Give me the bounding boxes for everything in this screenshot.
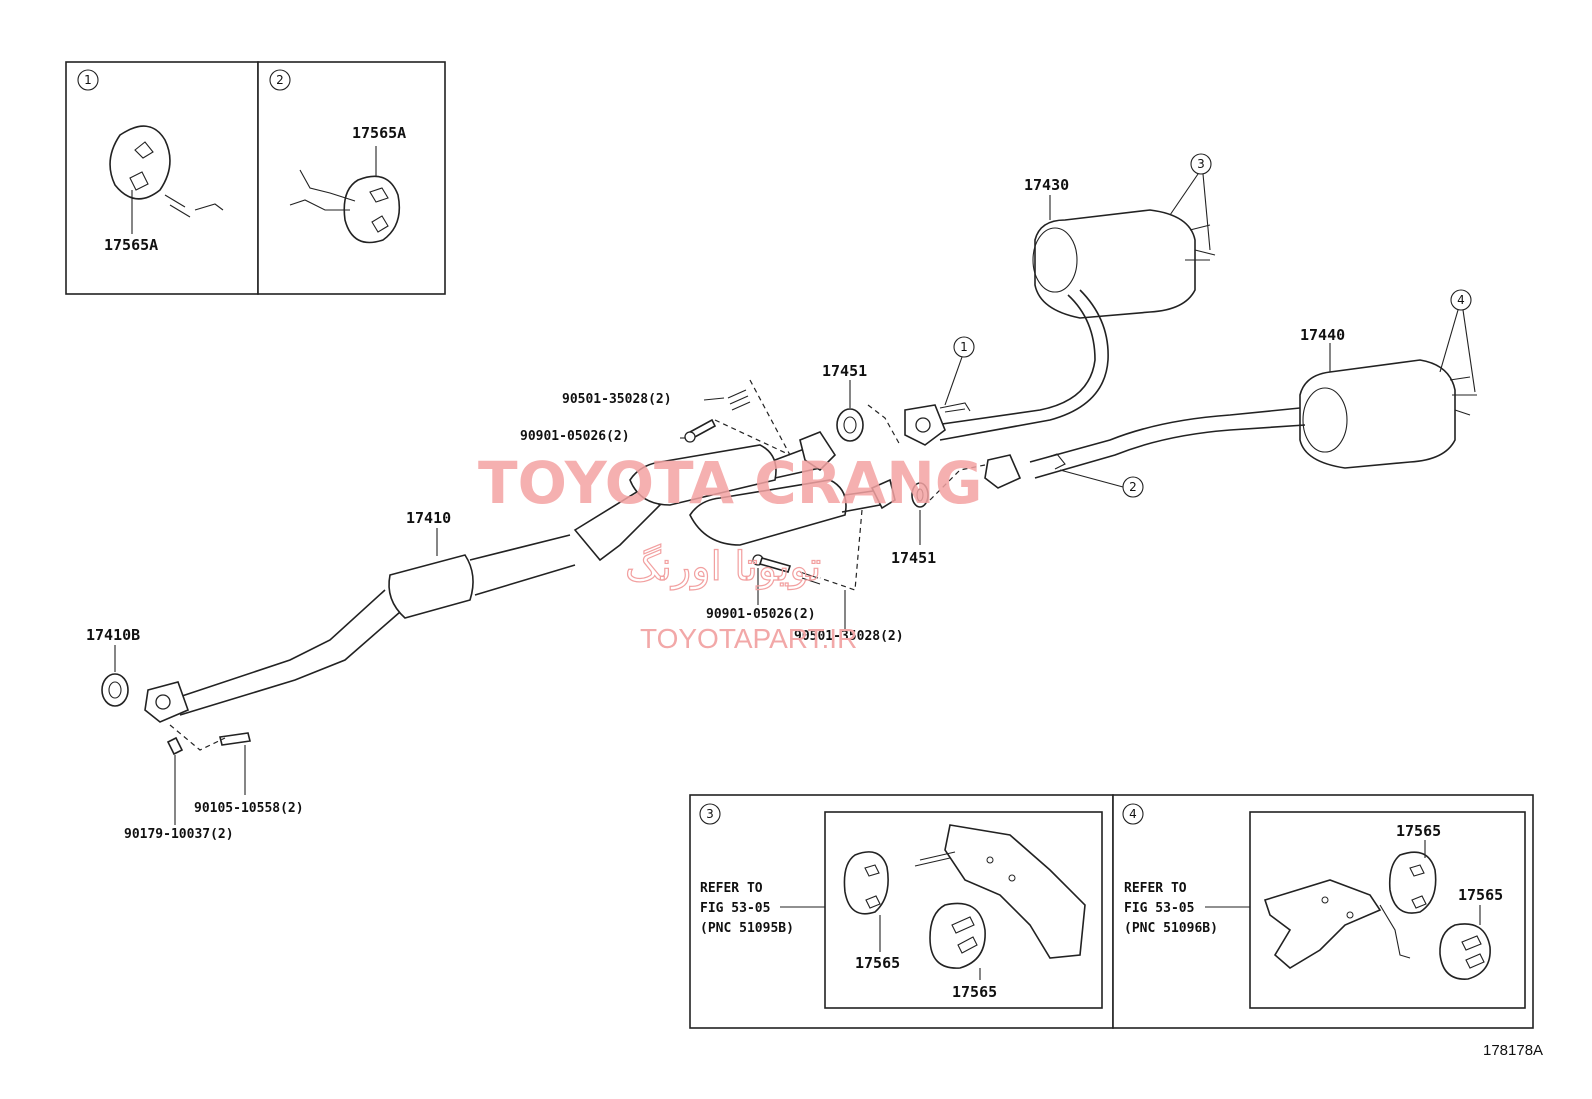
svg-text:3: 3 <box>1197 157 1205 171</box>
inset-box-4-refer-2: FIG 53-05 <box>1124 901 1194 916</box>
watermark-url: TOYOTAPART.IR <box>640 623 857 654</box>
muffler-17430: 17430 <box>904 176 1216 446</box>
inset-box-3-refer-3: (PNC 51095B) <box>700 921 794 936</box>
middle-bolt-set: 90901-05026(2) 90501-35028(2) <box>706 509 904 644</box>
label-bolt-front-a: 90105-10558(2) <box>194 801 304 816</box>
watermark-persian: تویوتا اورنگ <box>625 544 821 590</box>
inset-box-3-part-a: 17565 <box>855 954 900 972</box>
hanger-rubber-icon <box>929 902 986 969</box>
label-bolt-top-a: 90501-35028(2) <box>562 392 672 407</box>
svg-text:4: 4 <box>1457 293 1465 307</box>
inset-box-4: 4 REFER TO FIG 53-05 (PNC 51096B) 17565 … <box>1112 794 1534 1029</box>
label-bolt-top-b: 90901-05026(2) <box>520 429 630 444</box>
svg-text:4: 4 <box>1129 807 1137 821</box>
muffler-17440: 17440 <box>984 326 1477 489</box>
watermark-brand: TOYOTA CRANG <box>478 449 982 517</box>
inset-box-3: 3 REFER TO FIG 53-05 (PNC 51095B) 17565 … <box>689 794 1114 1029</box>
gasket-17451-lower: 17451 <box>891 464 986 567</box>
callout-4: 4 <box>1439 289 1476 393</box>
hanger-rubber-icon <box>109 125 224 218</box>
hanger-bracket-icon <box>914 824 1086 959</box>
label-17410: 17410 <box>406 509 451 527</box>
callout-2: 2 <box>1059 469 1144 498</box>
hanger-rubber-icon <box>289 169 401 244</box>
svg-text:1: 1 <box>960 340 968 354</box>
inset-box-3-part-b: 17565 <box>952 983 997 1001</box>
label-bolt-mid-b: 90501-35028(2) <box>794 629 904 644</box>
inset-box-4-refer-3: (PNC 51096B) <box>1124 921 1218 936</box>
gasket-17451-upper: 17451 <box>822 362 901 446</box>
label-bolt-mid-a: 90901-05026(2) <box>706 607 816 622</box>
hanger-rubber-icon <box>1439 923 1491 980</box>
hanger-bracket-icon <box>1263 879 1411 969</box>
label-17430: 17430 <box>1024 176 1069 194</box>
callout-1: 1 <box>944 336 975 406</box>
inset-box-2: 2 17565A <box>257 61 446 295</box>
label-17440: 17440 <box>1300 326 1345 344</box>
label-bolt-front-b: 90179-10037(2) <box>124 827 234 842</box>
label-17410b: 17410B <box>86 626 140 644</box>
front-bolt-set: 90105-10558(2) 90179-10037(2) <box>124 724 304 842</box>
inset-box-1-number: 1 <box>84 73 92 87</box>
inset-box-1-part-label: 17565A <box>104 236 158 254</box>
inset-box-2-part-label: 17565A <box>352 124 406 142</box>
front-exhaust-pipe-17410 <box>144 431 896 723</box>
upper-bolt-set: 90501-35028(2) 90901-05026(2) <box>520 379 791 456</box>
hanger-rubber-icon <box>1388 851 1437 914</box>
inset-box-1: 1 17565A <box>65 61 259 295</box>
gasket-17410b: 17410B <box>86 626 140 707</box>
label-17451-upper: 17451 <box>822 362 867 380</box>
inset-box-4-part-b: 17565 <box>1458 886 1503 904</box>
inset-box-4-refer-1: REFER TO <box>1124 881 1187 896</box>
hanger-rubber-icon <box>843 851 889 915</box>
figure-code: 178178A <box>1483 1042 1543 1059</box>
inset-box-3-refer-1: REFER TO <box>700 881 763 896</box>
label-17451-lower: 17451 <box>891 549 936 567</box>
inset-box-2-number: 2 <box>276 73 284 87</box>
callout-3: 3 <box>1169 153 1212 251</box>
inset-box-3-refer-2: FIG 53-05 <box>700 901 770 916</box>
inset-box-4-part-a: 17565 <box>1396 822 1441 840</box>
svg-text:2: 2 <box>1129 480 1137 494</box>
svg-text:3: 3 <box>706 807 714 821</box>
